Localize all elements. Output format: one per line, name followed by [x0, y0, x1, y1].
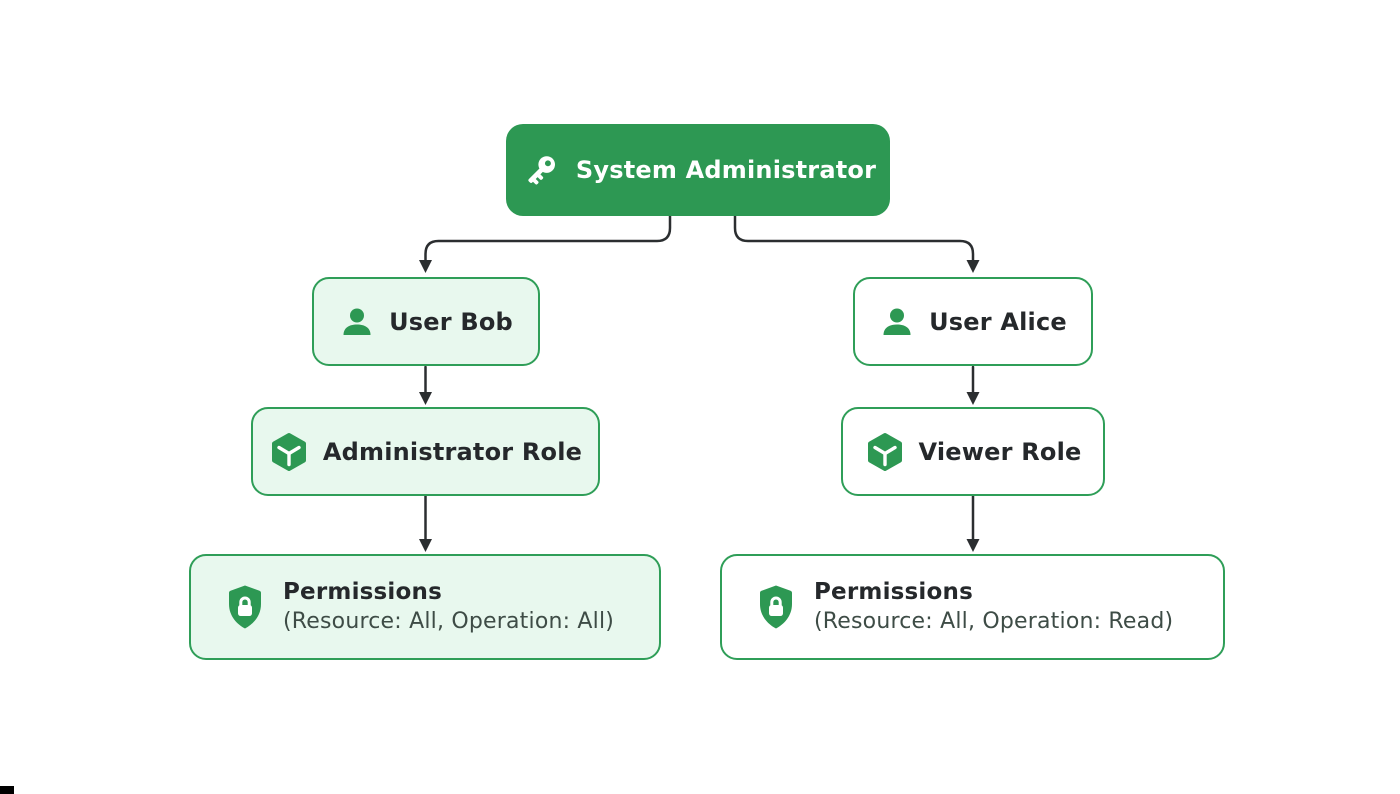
node-label-user-alice: User Alice [929, 307, 1067, 336]
key-icon [520, 149, 562, 191]
shield-lock-icon [225, 584, 265, 630]
cube-icon [865, 432, 905, 472]
arrowhead [419, 539, 432, 552]
node-label-administrator-role: Administrator Role [322, 437, 583, 466]
node-viewer-role: Viewer Role [841, 407, 1105, 496]
cube-icon [269, 432, 309, 472]
node-label-user-bob: User Bob [389, 307, 513, 336]
user-icon [339, 304, 375, 340]
node-permissions-all-read: Permissions (Resource: All, Operation: R… [720, 554, 1225, 660]
node-permissions-all-all: Permissions (Resource: All, Operation: A… [189, 554, 661, 660]
permissions-title: Permissions [283, 578, 442, 605]
arrowhead [419, 260, 432, 273]
node-administrator-role: Administrator Role [251, 407, 600, 496]
node-label-system-administrator: System Administrator [575, 156, 877, 184]
crop-artifact [0, 786, 14, 794]
connector-root-to-bob [424, 214, 672, 263]
arrowhead [419, 392, 432, 405]
permissions-detail: (Resource: All, Operation: Read) [814, 608, 1174, 634]
node-system-administrator: System Administrator [506, 124, 890, 216]
node-user-alice: User Alice [853, 277, 1093, 366]
arrowhead [966, 539, 980, 552]
permissions-detail: (Resource: All, Operation: All) [283, 608, 615, 634]
permissions-text: Permissions (Resource: All, Operation: A… [283, 578, 614, 636]
permissions-title: Permissions [814, 578, 973, 605]
user-icon [879, 304, 915, 340]
shield-lock-icon [756, 584, 796, 630]
arrowhead [966, 260, 980, 273]
connector-root-to-alice [733, 214, 975, 263]
arrowhead [966, 392, 980, 405]
node-label-viewer-role: Viewer Role [918, 437, 1082, 466]
permissions-text: Permissions (Resource: All, Operation: R… [814, 578, 1173, 636]
node-user-bob: User Bob [312, 277, 540, 366]
